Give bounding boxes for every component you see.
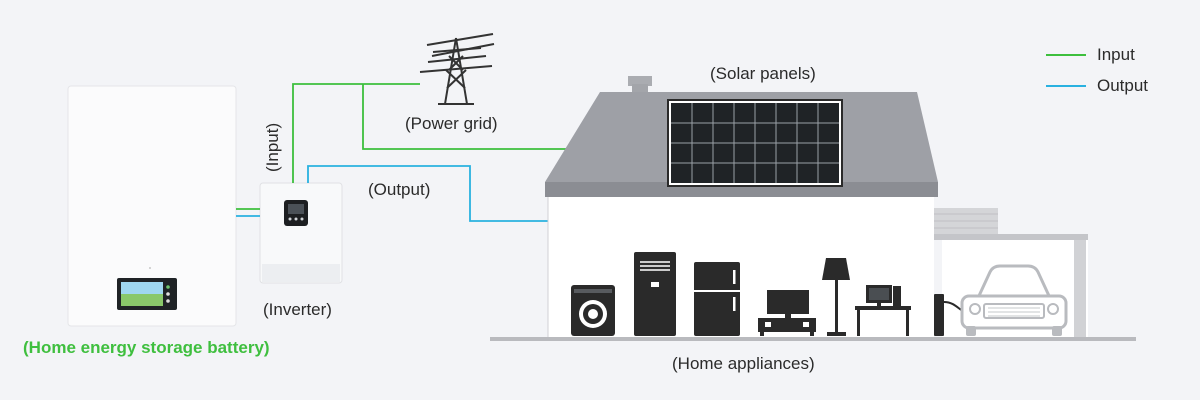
- legend-output-label: Output: [1097, 76, 1149, 95]
- home-appliances-label: (Home appliances): [672, 354, 815, 373]
- battery-label: (Home energy storage battery): [23, 338, 270, 357]
- input-side-label: (Input): [263, 122, 282, 172]
- floor-lamp-icon: [822, 258, 850, 336]
- computer-desk-icon: [855, 285, 911, 336]
- output-side-label: (Output): [368, 180, 431, 199]
- legend-input-label: Input: [1097, 45, 1135, 64]
- inverter-label: (Inverter): [263, 300, 332, 319]
- ground-line: [490, 337, 1136, 341]
- input-lines: [292, 83, 662, 183]
- inverter-unit: [259, 182, 343, 284]
- power-grid-tower-icon: [419, 33, 495, 105]
- refrigerator-icon: [694, 262, 740, 336]
- car-icon: [960, 264, 1068, 336]
- battery-inverter-links: [236, 208, 260, 217]
- legend-swatches: [1046, 54, 1086, 87]
- battery-unit: [67, 85, 237, 327]
- air-conditioner-icon: [634, 252, 676, 336]
- solar-panel-icon: [667, 99, 843, 187]
- power-grid-label: (Power grid): [405, 114, 498, 133]
- solar-panels-label: (Solar panels): [710, 64, 816, 83]
- tv-icon: [758, 290, 816, 336]
- washing-machine-icon: [571, 285, 615, 336]
